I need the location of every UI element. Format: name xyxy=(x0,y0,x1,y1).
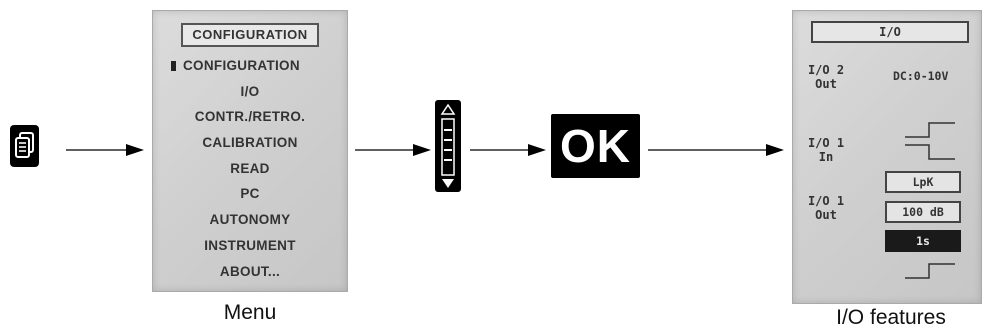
io2-out-label: I/O 2 Out xyxy=(801,63,851,91)
arrow-right-icon xyxy=(648,141,784,159)
menu-screen-title: CONFIGURATION xyxy=(181,23,319,47)
menu-list: CONFIGURATION I/O CONTR./RETRO. CALIBRAT… xyxy=(153,53,347,284)
io1-out-label-line1: I/O 1 xyxy=(807,194,845,208)
arrow-right-icon xyxy=(66,141,144,159)
menu-item-configuration[interactable]: CONFIGURATION xyxy=(153,53,347,79)
io-screen-title: I/O xyxy=(811,21,969,43)
io1-in-label-line2: In xyxy=(818,150,834,164)
rising-edge-icon[interactable] xyxy=(905,121,955,144)
falling-edge-icon[interactable] xyxy=(905,143,955,166)
menu-item-pc[interactable]: PC xyxy=(240,186,260,202)
io2-out-value[interactable]: DC:0-10V xyxy=(893,69,949,83)
menu-item-read[interactable]: READ xyxy=(230,160,270,176)
menu-item-calibration[interactable]: CALIBRATION xyxy=(202,135,298,151)
io1-in-label: I/O 1 In xyxy=(801,136,851,164)
menu-item-instrument[interactable]: INSTRUMENT xyxy=(204,237,296,253)
io1-out-label: I/O 1 Out xyxy=(801,194,851,222)
io2-out-label-line2: Out xyxy=(815,77,837,91)
menu-item-io[interactable]: I/O xyxy=(240,83,260,99)
io1-out-mode-field[interactable]: LpK xyxy=(885,171,961,193)
menu-item-contr-retro[interactable]: CONTR./RETRO. xyxy=(194,109,306,125)
ok-key-icon: OK xyxy=(551,114,640,178)
caption-io-features: I/O features xyxy=(836,306,946,329)
menu-item-about[interactable]: ABOUT... xyxy=(219,263,281,279)
selection-marker-icon xyxy=(171,61,176,71)
arrow-right-icon xyxy=(355,141,431,159)
menu-item-label: CONFIGURATION xyxy=(183,58,300,73)
scroll-key-icon xyxy=(435,100,461,192)
io2-out-label-line1: I/O 2 xyxy=(807,63,845,77)
step-signal-icon[interactable] xyxy=(905,262,955,285)
menu-item-autonomy[interactable]: AUTONOMY xyxy=(209,212,291,228)
io1-out-label-line2: Out xyxy=(815,208,837,222)
io1-out-level-field[interactable]: 100 dB xyxy=(885,201,961,223)
io1-in-label-line1: I/O 1 xyxy=(807,136,845,150)
io-screen: I/O I/O 2 Out DC:0-10V I/O 1 In I/O 1 Ou… xyxy=(792,10,982,304)
menu-key-icon xyxy=(10,125,39,167)
io1-out-time-field[interactable]: 1s xyxy=(885,230,961,252)
menu-screen: CONFIGURATION CONFIGURATION I/O CONTR./R… xyxy=(152,10,348,292)
arrow-right-icon xyxy=(470,141,546,159)
caption-menu: Menu xyxy=(223,301,277,324)
